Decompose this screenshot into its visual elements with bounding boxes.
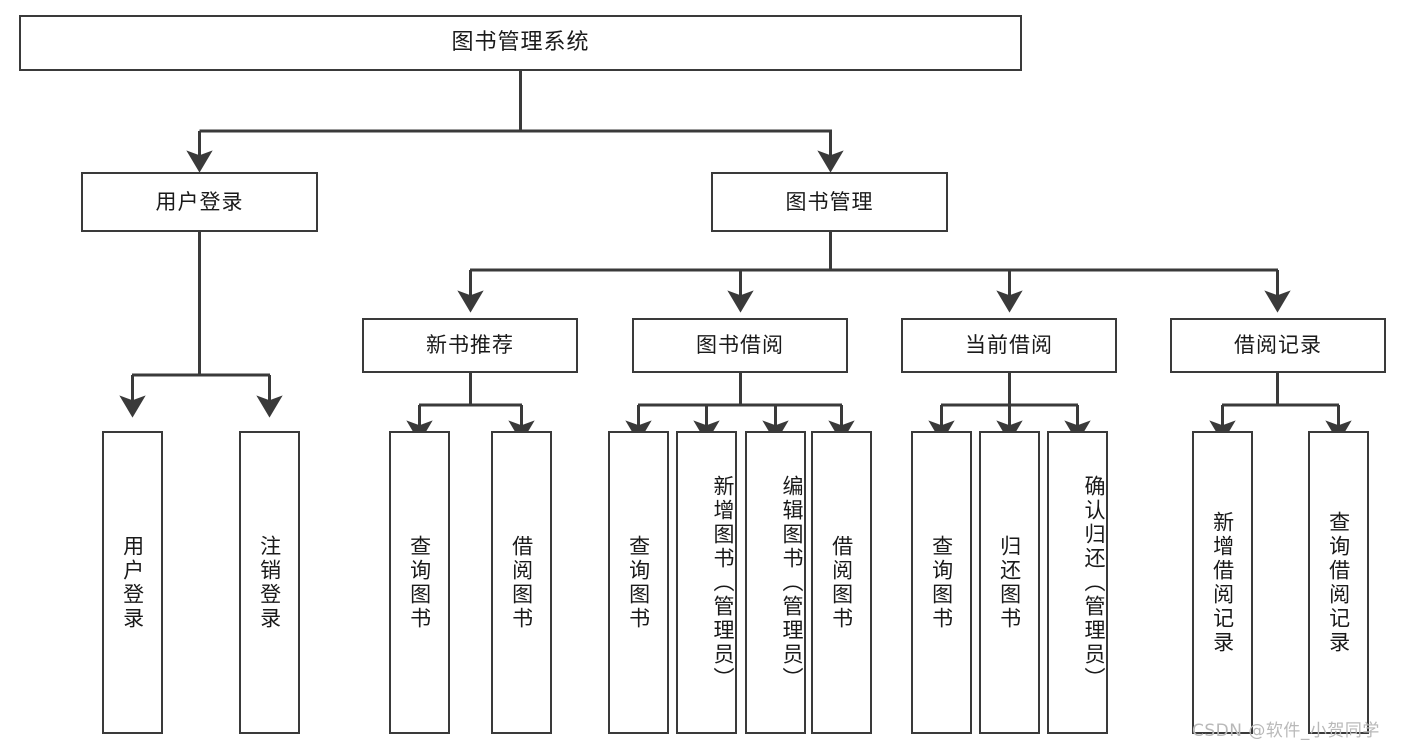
node-label: 当前借阅 <box>965 333 1053 358</box>
node-label: 图书管理 <box>785 189 874 214</box>
node-label: 查询图书 <box>929 534 954 631</box>
node-label: 归还图书 <box>997 534 1022 631</box>
leaf-recommend-borrow-book[interactable]: 借阅图书 <box>491 431 552 734</box>
leaf-user-login-login[interactable]: 用户登录 <box>102 431 163 734</box>
node-book-borrow[interactable]: 图书借阅 <box>632 318 848 373</box>
node-label: 用户登录 <box>155 189 244 214</box>
node-label: 图书管理系统 <box>451 30 590 56</box>
node-new-book-recommend[interactable]: 新书推荐 <box>362 318 578 373</box>
node-label: 查询图书 <box>626 534 651 631</box>
leaf-borrow-add-book-admin[interactable]: 新增图书（管理员） <box>676 431 737 734</box>
node-label: 查询借阅记录 <box>1326 510 1351 655</box>
leaf-borrow-query-book[interactable]: 查询图书 <box>608 431 669 734</box>
node-label: 注销登录 <box>257 534 282 631</box>
node-label: 新书推荐 <box>426 333 514 358</box>
node-label: 借阅图书 <box>509 534 534 631</box>
node-borrow-record[interactable]: 借阅记录 <box>1170 318 1386 373</box>
node-label: 新增借阅记录 <box>1210 510 1235 655</box>
node-book-management[interactable]: 图书管理 <box>711 172 948 232</box>
node-label: 确认归还（管理员） <box>1082 474 1106 691</box>
leaf-record-add-record[interactable]: 新增借阅记录 <box>1192 431 1253 734</box>
node-label: 编辑图书（管理员） <box>780 474 804 691</box>
node-user-login[interactable]: 用户登录 <box>81 172 318 232</box>
node-current-borrow[interactable]: 当前借阅 <box>901 318 1117 373</box>
node-label: 借阅记录 <box>1234 333 1322 358</box>
leaf-current-return-book[interactable]: 归还图书 <box>979 431 1040 734</box>
node-root-system[interactable]: 图书管理系统 <box>19 15 1022 71</box>
node-label: 新增图书（管理员） <box>711 474 735 691</box>
leaf-current-query-book[interactable]: 查询图书 <box>911 431 972 734</box>
leaf-borrow-edit-book-admin[interactable]: 编辑图书（管理员） <box>745 431 806 734</box>
leaf-recommend-query-book[interactable]: 查询图书 <box>389 431 450 734</box>
leaf-record-query-record[interactable]: 查询借阅记录 <box>1308 431 1369 734</box>
watermark-text: CSDN @软件_小贺同学 <box>1192 721 1380 741</box>
leaf-current-confirm-return-admin[interactable]: 确认归还（管理员） <box>1047 431 1108 734</box>
node-label: 图书借阅 <box>696 333 784 358</box>
leaf-user-login-logout[interactable]: 注销登录 <box>239 431 300 734</box>
node-label: 查询图书 <box>407 534 432 631</box>
leaf-borrow-borrow-book[interactable]: 借阅图书 <box>811 431 872 734</box>
node-label: 借阅图书 <box>829 534 854 631</box>
node-label: 用户登录 <box>120 534 145 631</box>
